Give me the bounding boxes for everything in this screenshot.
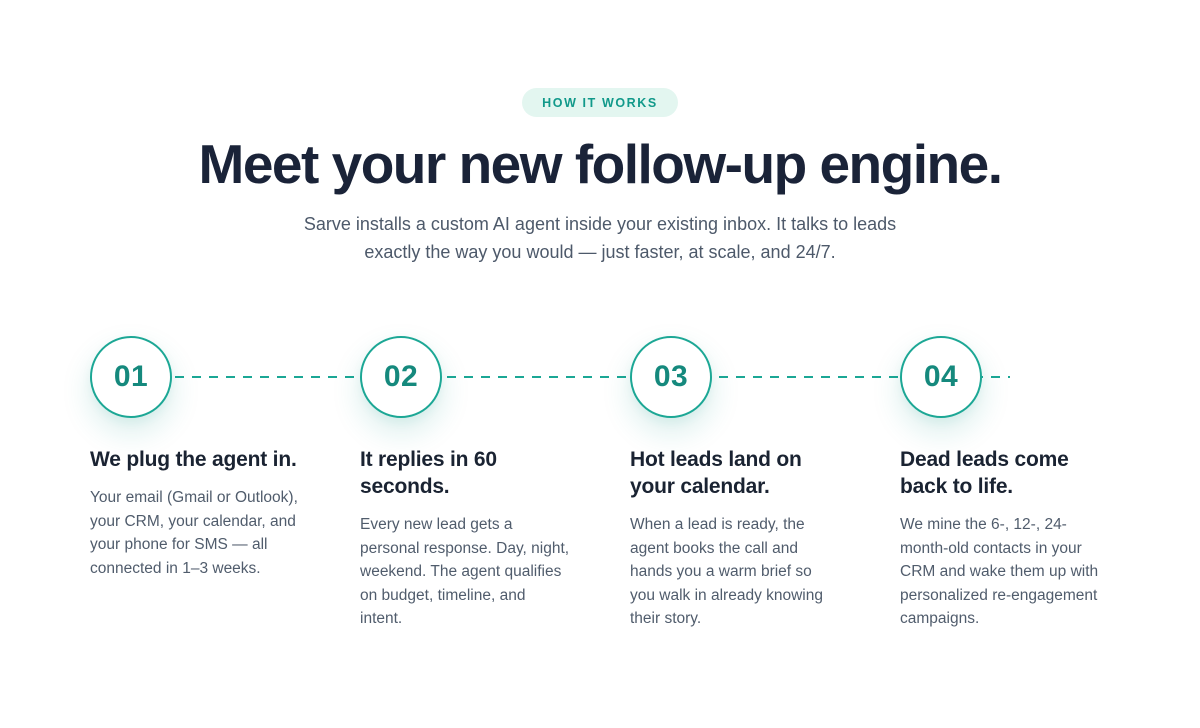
step-2-number-circle: 02: [360, 336, 442, 418]
step-2-number: 02: [383, 360, 419, 393]
step-2: 02 It replies in 60 seconds. Every new l…: [360, 336, 570, 631]
step-2-title: It replies in 60 seconds.: [360, 448, 497, 498]
section-badge: HOW IT WORKS: [522, 88, 678, 117]
step-1: 01 We plug the agent in. Your email (Gma…: [90, 336, 300, 631]
step-4-number-circle: 04: [900, 336, 982, 418]
section-heading: Meet your new follow-up engine.: [198, 133, 1003, 195]
step-4-number: 04: [923, 360, 959, 393]
step-1-number-circle: 01: [90, 336, 172, 418]
steps-dashed-connector-line: [124, 376, 1010, 378]
step-1-title: We plug the agent in.: [90, 448, 297, 471]
section-subtitle: Sarve installs a custom AI agent inside …: [0, 210, 1200, 266]
step-3-title: Hot leads land on your calendar.: [630, 448, 802, 498]
step-3: 03 Hot leads land on your calendar. When…: [630, 336, 840, 631]
steps-row: 01 We plug the agent in. Your email (Gma…: [90, 336, 1110, 631]
step-4-description: We mine the 6-, 12-, 24-month-old contac…: [900, 516, 1099, 627]
step-1-number: 01: [113, 360, 149, 393]
step-2-description: Every new lead gets a personal response.…: [360, 516, 570, 627]
step-3-number-circle: 03: [630, 336, 712, 418]
step-4-title: Dead leads come back to life.: [900, 448, 1069, 498]
subtitle-line-2: exactly the way you would — just faster,…: [364, 242, 836, 262]
subtitle-line-1: Sarve installs a custom AI agent inside …: [303, 214, 897, 234]
how-it-works-section: HOW IT WORKS Meet your new follow-up eng…: [0, 88, 1200, 631]
step-3-description: When a lead is ready, the agent books th…: [630, 516, 823, 627]
step-4: 04 Dead leads come back to life. We mine…: [900, 336, 1110, 631]
step-3-number: 03: [653, 360, 689, 393]
step-1-description: Your email (Gmail or Outlook), your CRM,…: [90, 489, 298, 577]
